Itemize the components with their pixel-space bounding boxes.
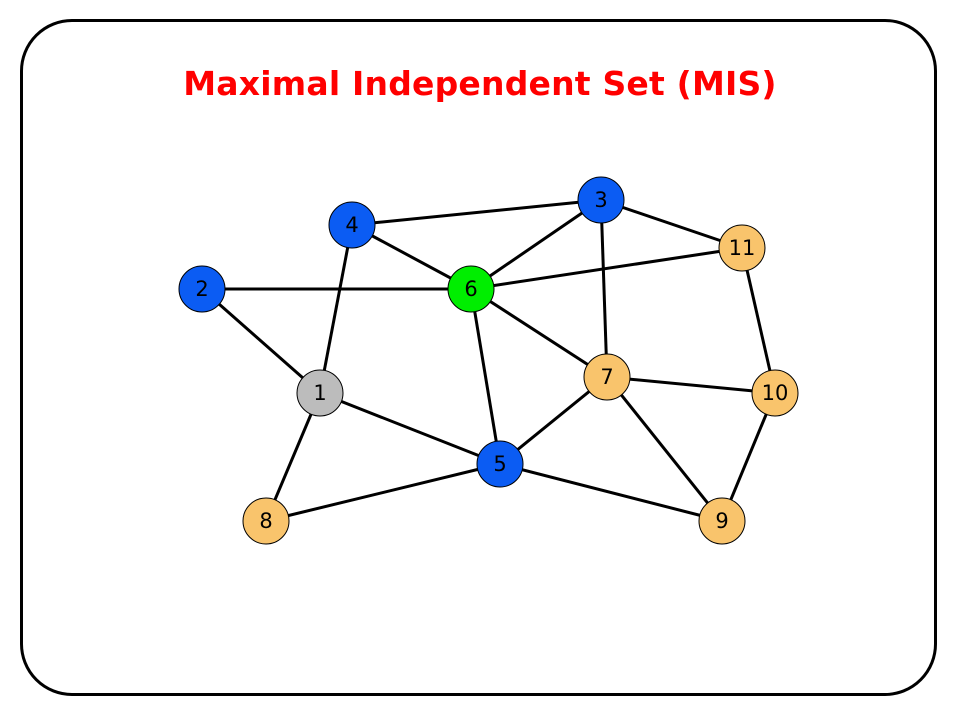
- node-1: 1: [296, 369, 344, 417]
- node-circle-10: [751, 369, 799, 417]
- node-label-11: 11: [729, 236, 756, 260]
- node-7: 7: [583, 353, 631, 401]
- edge-4-3: [351, 198, 602, 227]
- edge-6-11: [470, 246, 743, 291]
- node-label-9: 9: [715, 509, 728, 533]
- node-label-1: 1: [313, 381, 326, 405]
- node-circle-11: [718, 224, 766, 272]
- node-label-2: 2: [195, 277, 208, 301]
- node-label-4: 4: [345, 213, 358, 237]
- node-circle-9: [698, 497, 746, 545]
- nodes-layer: 1 2 3 4 5 6 7 8 9 10 11: [178, 176, 799, 545]
- edge-11-10: [740, 247, 777, 394]
- edge-1-5: [319, 391, 501, 466]
- node-5: 5: [476, 440, 524, 488]
- node-3: 3: [577, 176, 625, 224]
- node-circle-7: [583, 353, 631, 401]
- node-circle-3: [577, 176, 625, 224]
- node-circle-4: [328, 201, 376, 249]
- node-label-3: 3: [594, 188, 607, 212]
- edge-6-7: [470, 287, 608, 379]
- node-label-6: 6: [464, 277, 477, 301]
- node-label-8: 8: [259, 509, 272, 533]
- node-2: 2: [178, 265, 226, 313]
- edge-3-11: [600, 198, 743, 250]
- node-circle-2: [178, 265, 226, 313]
- node-circle-5: [476, 440, 524, 488]
- edge-3-7: [599, 199, 609, 378]
- node-9: 9: [698, 497, 746, 545]
- edge-5-9: [499, 462, 723, 523]
- slide-frame: [20, 19, 937, 696]
- edge-6-5: [469, 288, 502, 465]
- node-label-7: 7: [600, 365, 613, 389]
- node-circle-1: [296, 369, 344, 417]
- edge-2-1: [201, 287, 321, 395]
- node-4: 4: [328, 201, 376, 249]
- edge-7-9: [605, 376, 724, 522]
- edge-5-8: [265, 462, 501, 523]
- node-label-5: 5: [493, 452, 506, 476]
- node-8: 8: [242, 497, 290, 545]
- slide-title: Maximal Independent Set (MIS): [183, 64, 777, 103]
- node-6: 6: [447, 265, 495, 313]
- node-label-10: 10: [762, 381, 789, 405]
- node-10: 10: [751, 369, 799, 417]
- node-11: 11: [718, 224, 766, 272]
- edge-7-10: [606, 375, 776, 395]
- edge-4-1: [318, 224, 354, 394]
- node-circle-8: [242, 497, 290, 545]
- edge-3-6: [470, 198, 602, 291]
- node-circle-6: [447, 265, 495, 313]
